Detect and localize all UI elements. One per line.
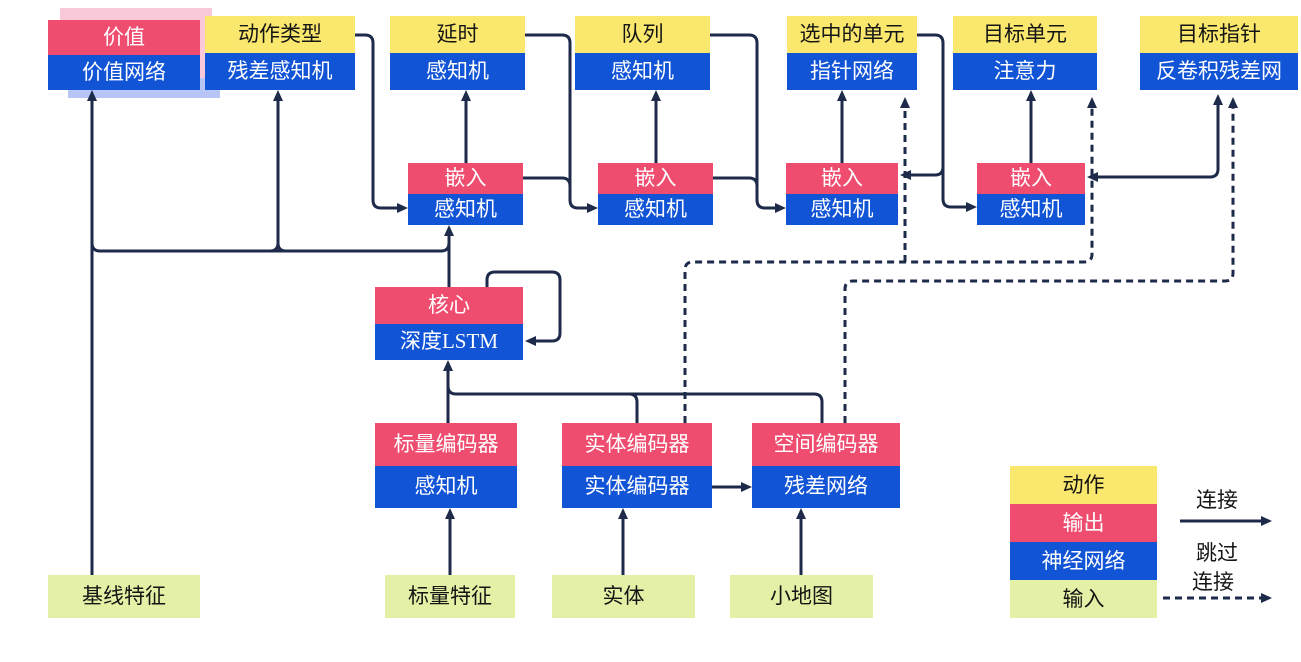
skip-spatial-encoder-to-target-pointer	[843, 97, 1238, 423]
legend-solid-label: 连接	[1196, 488, 1238, 512]
edge-embed4-target-pointer-link	[1087, 94, 1223, 182]
legend-item-output: 输出	[1010, 504, 1157, 542]
node-entity-encoder-top: 实体编码器	[562, 423, 712, 466]
node-embed-2-bottom: 感知机	[598, 194, 713, 225]
node-target-pointer-bottom: 反卷积残差网	[1140, 53, 1298, 90]
node-core-bottom: 深度LSTM	[375, 323, 523, 360]
edge-embed2-out-merge	[713, 176, 759, 187]
solid-edges	[87, 33, 1272, 575]
edge-delay-to-embed2	[525, 33, 598, 213]
node-target-unit-top: 目标单元	[953, 16, 1097, 53]
skip-entity-encoder-to-target-unit	[683, 97, 1097, 423]
input-minimap: 小地图	[730, 575, 873, 618]
node-queue-top: 队列	[575, 16, 710, 53]
node-value: 价值 价值网络	[48, 20, 200, 90]
edge-selected-units-to-embed3	[900, 166, 945, 180]
edge-queue-to-embed3	[710, 33, 786, 213]
node-value-top: 价值	[48, 20, 200, 55]
input-scalar-features: 标量特征	[385, 575, 515, 618]
legend-item-network: 神经网络	[1010, 542, 1157, 580]
node-spatial-encoder: 空间编码器 残差网络	[752, 423, 900, 508]
node-target-unit-bottom: 注意力	[953, 53, 1097, 90]
input-scalar-features-label: 标量特征	[385, 575, 515, 618]
node-embed-2-top: 嵌入	[598, 163, 713, 194]
node-target-pointer: 目标指针 反卷积残差网	[1140, 16, 1298, 90]
input-entities: 实体	[552, 575, 695, 618]
input-baseline-features-label: 基线特征	[48, 575, 200, 618]
node-core-top: 核心	[375, 287, 523, 324]
edge-spatial-encoder-merge	[446, 385, 824, 423]
node-action-type-bottom: 残差感知机	[205, 53, 355, 90]
node-action-type-top: 动作类型	[205, 16, 355, 53]
legend-color-key: 动作 输出 神经网络 输入	[1010, 466, 1157, 618]
node-embed-1: 嵌入 感知机	[408, 163, 523, 225]
legend-dashed-label-line2: 连接	[1192, 570, 1234, 594]
legend-dashed-label-line1: 跳过	[1196, 541, 1238, 565]
node-delay: 延时 感知机	[390, 16, 525, 90]
legend-item-input: 输入	[1010, 580, 1157, 618]
node-embed-3-bottom: 感知机	[786, 194, 898, 225]
node-embed-4: 嵌入 感知机	[977, 163, 1085, 225]
edge-core-self-loop	[485, 270, 562, 346]
edge-entity-encoder-merge	[628, 392, 639, 423]
edge-action-type-to-embed1	[355, 33, 408, 213]
node-embed-4-top: 嵌入	[977, 163, 1085, 194]
node-embed-4-bottom: 感知机	[977, 194, 1085, 225]
input-baseline-features: 基线特征	[48, 575, 200, 618]
node-scalar-encoder-top: 标量编码器	[375, 423, 517, 466]
input-minimap-label: 小地图	[730, 575, 873, 618]
dashed-edges	[683, 97, 1272, 603]
node-embed-3-top: 嵌入	[786, 163, 898, 194]
node-selected-units-top: 选中的单元	[787, 16, 917, 53]
node-action-type: 动作类型 残差感知机	[205, 16, 355, 90]
node-spatial-encoder-top: 空间编码器	[752, 423, 900, 466]
node-target-unit: 目标单元 注意力	[953, 16, 1097, 90]
input-entities-label: 实体	[552, 575, 695, 618]
legend-item-action: 动作	[1010, 466, 1157, 504]
edge-selected-units-to-embed4	[917, 33, 977, 212]
node-selected-units-bottom: 指针网络	[787, 53, 917, 90]
node-value-bottom: 价值网络	[48, 55, 200, 90]
node-entity-encoder: 实体编码器 实体编码器	[562, 423, 712, 508]
edge-embed1-out-merge	[523, 176, 572, 187]
node-selected-units: 选中的单元 指针网络	[787, 16, 917, 90]
node-embed-2: 嵌入 感知机	[598, 163, 713, 225]
node-target-pointer-top: 目标指针	[1140, 16, 1298, 53]
node-spatial-encoder-bottom: 残差网络	[752, 465, 900, 508]
node-delay-bottom: 感知机	[390, 53, 525, 90]
node-embed-1-bottom: 感知机	[408, 194, 523, 225]
node-delay-top: 延时	[390, 16, 525, 53]
node-scalar-encoder-bottom: 感知机	[375, 465, 517, 508]
node-embed-1-top: 嵌入	[408, 163, 523, 194]
node-core: 核心 深度LSTM	[375, 287, 523, 360]
node-embed-3: 嵌入 感知机	[786, 163, 898, 225]
node-entity-encoder-bottom: 实体编码器	[562, 465, 712, 508]
node-queue: 队列 感知机	[575, 16, 710, 90]
node-scalar-encoder: 标量编码器 感知机	[375, 423, 517, 508]
node-queue-bottom: 感知机	[575, 53, 710, 90]
